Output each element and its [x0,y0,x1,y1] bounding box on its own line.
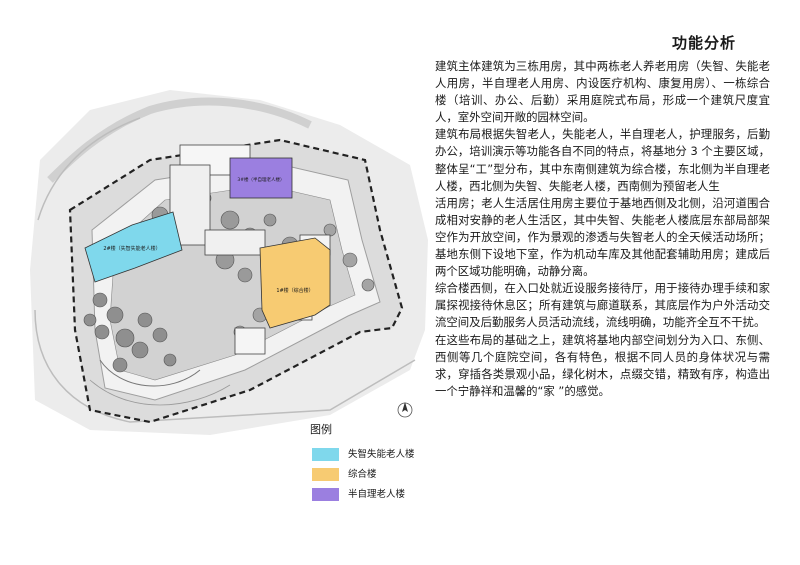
legend-swatch-semi [312,488,339,501]
garden-path-2 [89,379,231,406]
river [47,97,312,183]
paragraph-1: 建筑主体建筑为三栋用房，其中两栋老人养老用房（失智、失能老人用房，半自理老人用房… [435,59,770,125]
building-complex-label: 1#楼（综合楼） [276,287,313,294]
paragraph-4: 综合楼西侧，在入口处就近设服务接待厅，用于接待办理手续和家属探视接待休息区；所有… [435,281,770,330]
outer-road [37,117,141,221]
legend-label-semi: 半自理老人楼 [348,489,406,500]
legend-swatch-dementia [312,448,339,461]
legend-label-dementia: 失智失能老人楼 [348,449,415,460]
paragraph-2: 建筑布局根据失智老人，失能老人，半自理老人，护理服务，后勤办公，培训演示等功能各… [435,127,770,193]
building-dementia-label: 2#楼（失智失能老人楼） [103,245,160,252]
analysis-text: 建筑主体建筑为三栋用房，其中两栋老人养老用房（失智、失能老人用房，半自理老人用房… [435,58,770,400]
building-semi-label: 3#楼（半自理老人楼） [237,176,284,183]
garden-path [99,359,201,387]
outer-road-2 [34,309,416,423]
paragraph-5: 在这些布局的基础之上，建筑将基地内部空间划分为入口、东侧、西侧等几个庭院空间，各… [435,332,770,398]
ancillary-block-corridor [204,229,266,256]
legend-label-complex: 综合楼 [348,469,377,480]
north-arrow-icon [397,402,413,418]
paragraph-3: 活用房；老人生活居住用房主要位于基地西侧及北侧，沿河道围合成相对安静的老人生活区… [435,195,770,279]
site-plan: 2#楼（失智失能老人楼） 3#楼（半自理老人楼） 1#楼（综合楼） [30,90,428,435]
page-title: 功能分析 [672,34,737,52]
building-complex [259,237,331,329]
building-dementia [84,211,183,283]
legend-swatch-complex [312,468,339,481]
legend-title: 图例 [310,423,332,436]
building-semi [229,157,293,199]
connector-building [234,327,266,355]
